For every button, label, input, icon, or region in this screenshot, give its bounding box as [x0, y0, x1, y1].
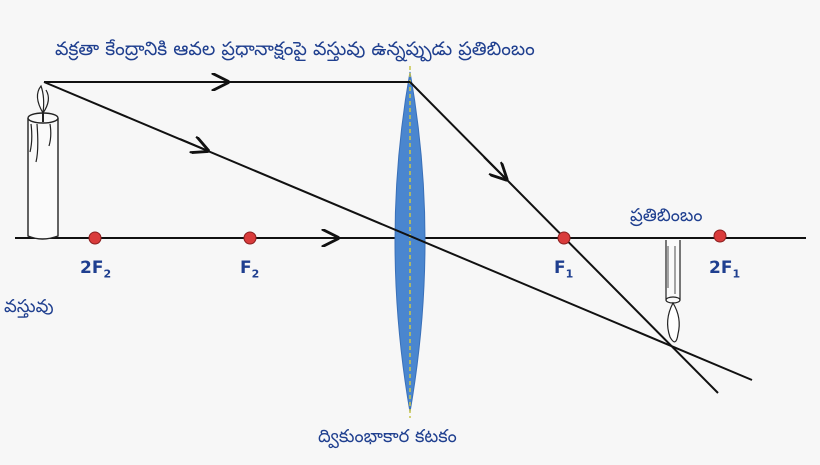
label-2f2: 2F2: [80, 258, 112, 281]
label-2f1: 2F1: [709, 258, 741, 281]
image-candle: [665, 240, 681, 343]
lens-label: ద్వికుంభాకార కటకం: [318, 426, 457, 447]
point-f1: [557, 231, 571, 245]
image-label: ప్రతిబింబం: [630, 205, 703, 226]
point-f2: [243, 231, 257, 245]
ray-center-arrow: [179, 139, 206, 150]
point-2f2: [88, 231, 102, 245]
object-label: వస్తువు: [4, 296, 54, 317]
diagram-title: వక్రతా కేంద్రానికి ఆవల ప్రధానాక్షంపై వస్…: [55, 38, 535, 60]
label-f2: F2: [240, 258, 260, 281]
ray-refracted-arrow: [483, 156, 505, 178]
ray-through-center: [43, 81, 753, 381]
object-candle: [27, 84, 59, 240]
point-2f1: [713, 229, 727, 243]
label-f1: F1: [554, 258, 574, 281]
